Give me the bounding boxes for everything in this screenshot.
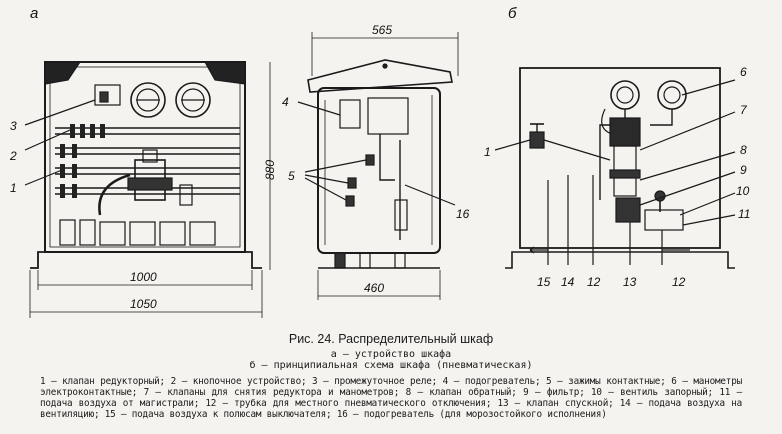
caption-legend: 1 — клапан редукторный; 2 — кнопочное ус…: [40, 376, 742, 420]
dim-565: 565: [372, 23, 392, 37]
callout-b-6: 6: [740, 65, 747, 79]
label-b-12-right: 12: [672, 275, 686, 289]
callout-b-8: 8: [740, 143, 747, 157]
callout-side-5: 5: [288, 169, 295, 183]
panel-label-a: а: [30, 5, 38, 22]
dim-1050: 1050: [130, 297, 157, 311]
pneumatic-scheme: б: [484, 5, 750, 289]
front-view-cabinet: а: [9, 5, 277, 318]
dim-880: 880: [263, 160, 277, 180]
figure-caption: Рис. 24. Распределительный шкаф а — устр…: [0, 330, 782, 434]
label-b-15: 15: [537, 275, 551, 289]
caption-sub-a: а — устройство шкафа: [330, 349, 452, 360]
callout-b-10: 10: [736, 184, 750, 198]
callout-b-11: 11: [738, 207, 750, 221]
callout-side-4: 4: [282, 95, 289, 109]
dim-460: 460: [364, 281, 384, 295]
panel-label-b: б: [508, 5, 517, 22]
label-b-12-left: 12: [587, 275, 601, 289]
caption-sub-b: б — принципиальная схема шкафа (пневмати…: [249, 359, 533, 371]
label-b-13: 13: [623, 275, 637, 289]
callout-a-3: 3: [10, 119, 17, 133]
callout-b-7: 7: [740, 103, 748, 117]
dim-1000: 1000: [130, 270, 157, 284]
side-view-cabinet: 565 4 5 16 460: [282, 23, 470, 300]
label-b-14: 14: [561, 275, 575, 289]
callout-b-9: 9: [740, 163, 747, 177]
callout-b-1: 1: [484, 145, 491, 159]
caption-title: Рис. 24. Распределительный шкаф: [288, 332, 494, 346]
figure-drawing: а: [9, 5, 750, 318]
callout-a-2: 2: [9, 149, 17, 163]
callout-a-1: 1: [10, 181, 17, 195]
callout-side-16: 16: [456, 207, 470, 221]
